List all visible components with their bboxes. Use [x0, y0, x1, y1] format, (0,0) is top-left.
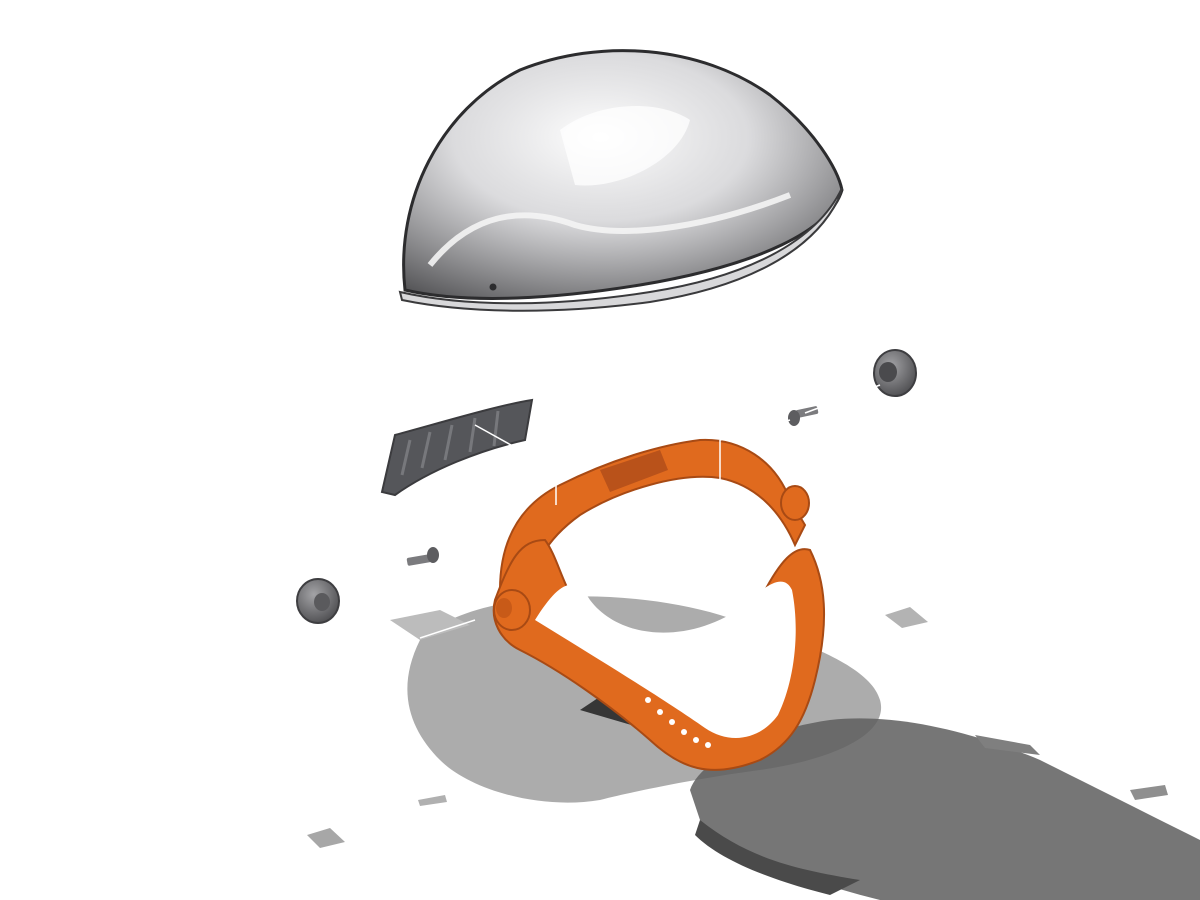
visor-part: [398, 49, 844, 312]
knob-right: [873, 349, 917, 397]
leader-bolt-right: [719, 419, 791, 521]
adjust-hole: [705, 742, 711, 748]
adjust-hole: [657, 709, 663, 715]
small-shadow-2: [885, 607, 928, 628]
knob-right-cap: [879, 362, 897, 382]
knob-shadow-left: [390, 610, 470, 640]
harness-part: [492, 438, 826, 771]
leader-lines: [384, 330, 881, 639]
hardware: [296, 349, 917, 624]
visor-rim: [398, 187, 843, 312]
leader-sweatband: [474, 424, 557, 505]
bolt-right: [788, 406, 819, 426]
adjust-hole: [681, 729, 687, 735]
bolt-right-head: [788, 410, 800, 426]
small-shadow-3: [975, 735, 1040, 755]
leader-knob-left: [419, 619, 476, 639]
hub-left-face: [496, 598, 512, 618]
harness-adjuster-plate: [600, 450, 668, 492]
leader-knob-right: [804, 384, 881, 414]
label-visor: Visor: [860, 264, 928, 297]
small-shadow-1: [307, 828, 345, 848]
visor-inner-band: [427, 192, 792, 267]
small-shadow-4: [1130, 785, 1168, 800]
visor-highlight: [560, 106, 690, 186]
leader-bolt-left: [384, 564, 406, 576]
adjust-hole: [669, 719, 675, 725]
harness-band-inner: [535, 581, 796, 738]
visor-shadow: [690, 718, 1200, 900]
label-harness: Arnes: [987, 617, 1065, 650]
knob-left-cap: [314, 593, 330, 611]
adjust-hole: [693, 737, 699, 743]
small-shadow-5: [418, 795, 447, 806]
sweatband-part: [380, 398, 534, 497]
sweatband-ribs: [400, 410, 500, 476]
bolt-left: [406, 547, 439, 566]
adjust-hole: [645, 697, 651, 703]
visor-shadow-rim: [695, 820, 860, 895]
visor-mount-hole: [489, 283, 497, 291]
harness-hub-right: [780, 485, 810, 521]
bolt-left-head: [427, 547, 439, 563]
harness-hub-left: [493, 589, 531, 631]
knob-left: [296, 578, 340, 624]
sweatband: [380, 398, 534, 497]
bolt-left-shank: [406, 554, 432, 566]
hub-right-body: [780, 485, 810, 521]
harness-adjust-holes: [645, 697, 711, 748]
